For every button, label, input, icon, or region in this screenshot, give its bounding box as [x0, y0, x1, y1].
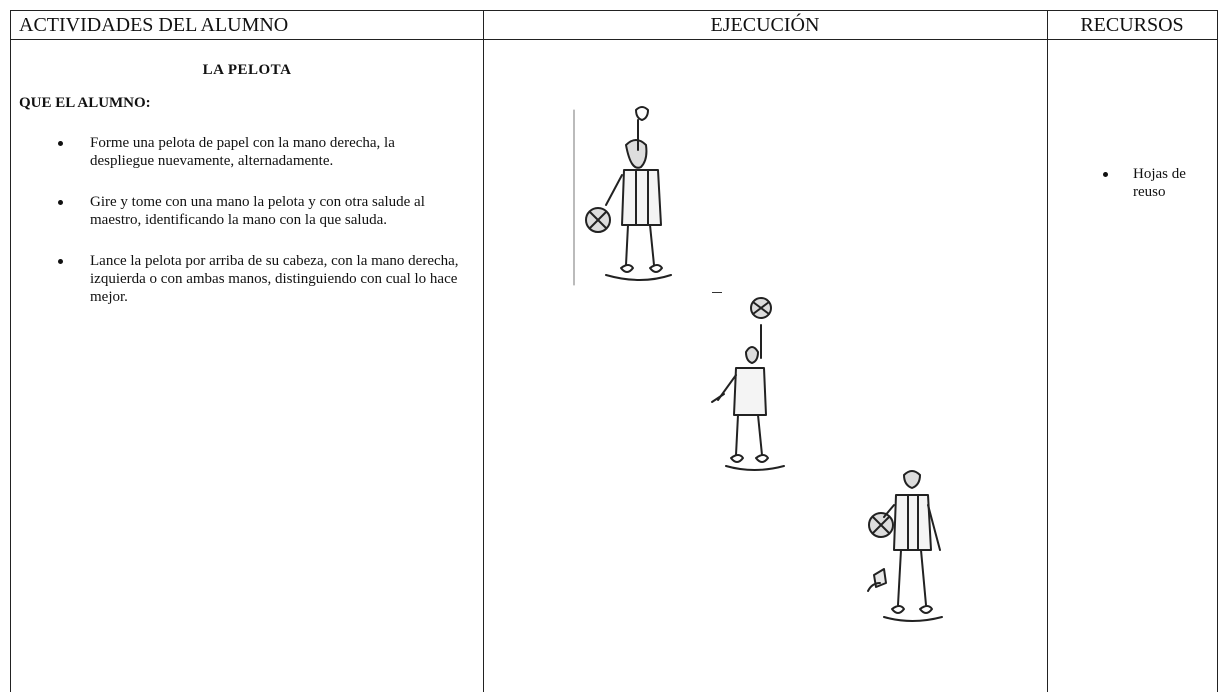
bullet-icon — [58, 259, 63, 264]
activity-text: Gire y tome con una mano la pelota y con… — [90, 194, 425, 228]
student-throwing-ball-up-illustration — [711, 297, 785, 471]
resources-list: Hojas de reuso — [1047, 165, 1217, 201]
student-raising-hand-with-ball-illustration — [573, 106, 672, 286]
list-item: Forme una pelota de papel con la mano de… — [56, 134, 461, 170]
divider-mark — [712, 292, 722, 293]
resources-column — [1047, 10, 1217, 692]
bullet-icon — [58, 200, 63, 205]
activity-list: Forme una pelota de papel con la mano de… — [56, 134, 461, 329]
activity-title: LA PELOTA — [202, 62, 292, 78]
list-item: Hojas de reuso — [1047, 165, 1217, 201]
activity-intro: QUE EL ALUMNO: — [19, 95, 151, 111]
list-item: Lance la pelota por arriba de su cabeza,… — [56, 252, 461, 306]
list-item: Gire y tome con una mano la pelota y con… — [56, 193, 461, 229]
activity-text: Forme una pelota de papel con la mano de… — [90, 135, 395, 169]
execution-column — [483, 10, 1048, 692]
header-activities: ACTIVIDADES DEL ALUMNO — [19, 14, 289, 36]
bullet-icon — [58, 141, 63, 146]
bullet-icon — [1103, 172, 1108, 177]
activities-column — [11, 10, 483, 692]
header-resources: RECURSOS — [1080, 14, 1184, 36]
table-header: ACTIVIDADES DEL ALUMNO EJECUCIÓN RECURSO… — [11, 10, 1217, 40]
header-execution: EJECUCIÓN — [710, 14, 820, 36]
resource-text: Hojas de reuso — [1133, 166, 1186, 200]
student-holding-ball-illustration — [867, 470, 943, 622]
activity-table: ACTIVIDADES DEL ALUMNO EJECUCIÓN RECURSO… — [10, 10, 1218, 692]
activity-text: Lance la pelota por arriba de su cabeza,… — [90, 253, 459, 305]
